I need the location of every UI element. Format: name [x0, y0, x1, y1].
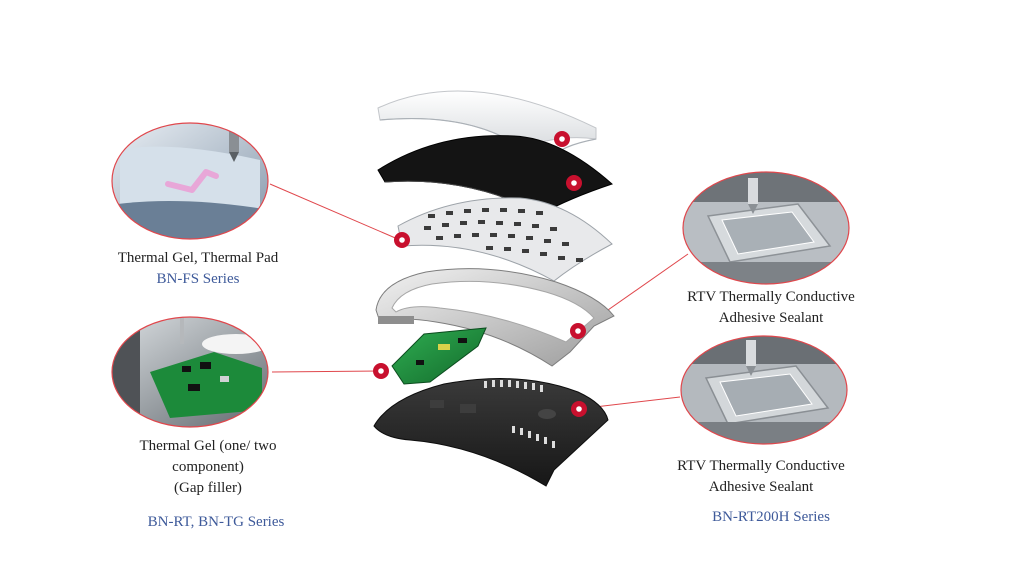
marker-dot-backplane	[394, 232, 410, 248]
back-cover-layer	[373, 378, 609, 487]
label-rtv1: RTV Thermally Conductive Adhesive Sealan…	[666, 287, 876, 329]
pcb-gap-filler-photo	[111, 316, 269, 428]
label-rtv1-name-line1: RTV Thermally Conductive	[687, 289, 855, 305]
label-fs: Thermal Gel, Thermal Pad BN-FS Series	[88, 248, 308, 290]
label-rtv2: RTV Thermally Conductive Adhesive Sealan…	[656, 456, 866, 498]
label-rt-name-line1: Thermal Gel (one/ two	[139, 438, 277, 454]
marker-dot-display	[566, 175, 582, 191]
vent-slots	[484, 380, 555, 448]
pcb-board-layer	[391, 327, 487, 385]
marker-dot-back-cover	[571, 401, 587, 417]
label-rt: Thermal Gel (one/ two component) (Gap fi…	[98, 436, 318, 499]
markers	[373, 131, 587, 417]
label-rtv2-name-line2: Adhesive Sealant	[708, 479, 814, 495]
label-rtv2-series: BN-RT200H Series	[712, 509, 830, 525]
middle-frame-layer	[375, 268, 615, 367]
leader-line-fs	[269, 183, 401, 241]
rtv-dispensing-photo-2	[680, 335, 848, 445]
label-fs-name: Thermal Gel, Thermal Pad	[117, 250, 279, 266]
label-rtv2-name-line1: RTV Thermally Conductive	[677, 458, 845, 474]
led-chip-array	[424, 208, 583, 262]
rtv-dispensing-photo-1	[682, 171, 850, 285]
label-rt-name-line2: component)	[172, 459, 244, 475]
label-fs-series: BN-FS Series	[156, 271, 240, 287]
label-rt-series: BN-RT, BN-TG Series	[147, 514, 285, 530]
marker-dot-pcb	[373, 363, 389, 379]
led-backplane-layer	[397, 197, 613, 282]
marker-dot-frame	[570, 323, 586, 339]
label-rtv1-name-line2: Adhesive Sealant	[718, 310, 824, 326]
label-rt-name-line3: (Gap filler)	[174, 480, 242, 496]
leader-line-rt	[271, 370, 381, 373]
marker-dot-film	[554, 131, 570, 147]
thermal-gel-dispensing-photo	[111, 122, 269, 240]
